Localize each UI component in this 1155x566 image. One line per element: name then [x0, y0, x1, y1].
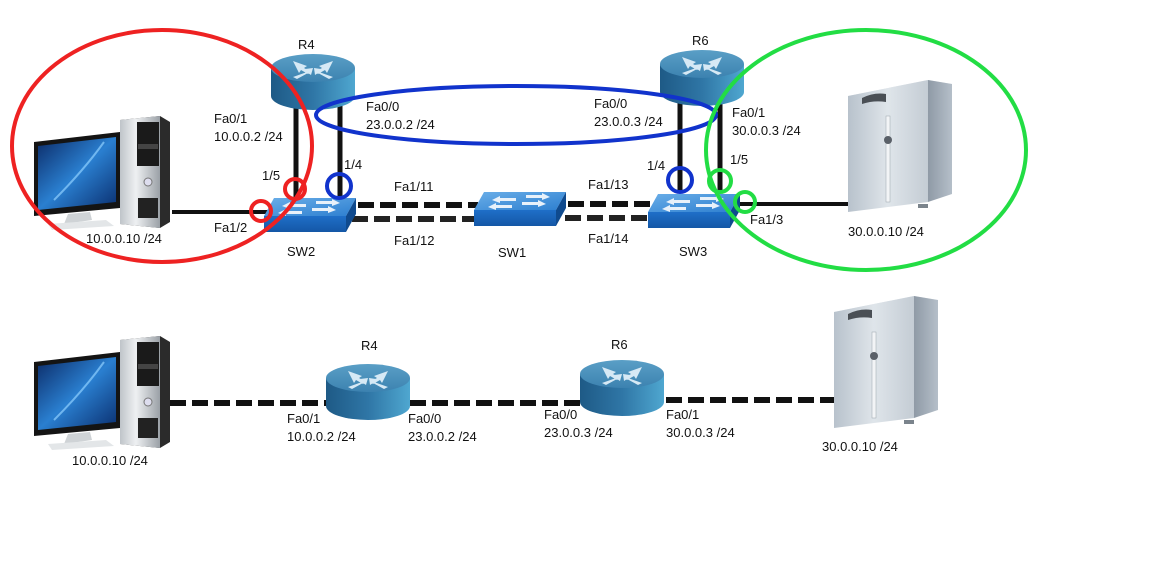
port-label-sw2-fa1-2: Fa1/2 — [214, 220, 248, 235]
port-marker-sw3-fa1-3 — [733, 190, 757, 214]
port-marker-sw3-1-5 — [707, 168, 733, 194]
if-r4-fa01-ip-bottom: 10.0.0.2 /24 — [287, 429, 356, 444]
host-ip-server-bottom: 30.0.0.10 /24 — [822, 439, 898, 454]
port-marker-sw2-fa1-2 — [249, 199, 273, 223]
router-label-r6-top: R6 — [692, 33, 709, 48]
if-r4-fa01-ip-top: 10.0.0.2 /24 — [214, 129, 283, 144]
if-r4-fa00-name-bottom: Fa0/0 — [408, 411, 442, 426]
highlight-vlan23-ellipse — [314, 84, 718, 146]
switch-label-sw2: SW2 — [287, 244, 316, 259]
host-ip-pc-bottom: 10.0.0.10 /24 — [72, 453, 148, 468]
if-r6-fa00-name-bottom: Fa0/0 — [544, 407, 578, 422]
highlight-vlan30-ellipse — [704, 28, 1028, 272]
router-label-r4-top: R4 — [298, 37, 315, 52]
if-r4-fa01-name-bottom: Fa0/1 — [287, 411, 321, 426]
port-label-sw3-fa1-3: Fa1/3 — [750, 212, 784, 227]
router-label-r6-bottom: R6 — [611, 337, 628, 352]
vlan-highlights — [10, 28, 1028, 272]
port-label-fa1-11: Fa1/11 — [394, 179, 434, 194]
port-label-fa1-12: Fa1/12 — [394, 233, 435, 248]
host-ip-pc-top: 10.0.0.10 /24 — [86, 231, 162, 246]
server-bottom[interactable] — [833, 295, 939, 429]
if-r4-fa00-name-top: Fa0/0 — [366, 99, 400, 114]
router-r4-bottom[interactable] — [326, 364, 410, 420]
router-r6-bottom[interactable] — [580, 360, 664, 416]
if-r6-fa01-name-bottom: Fa0/1 — [666, 407, 700, 422]
top-links — [172, 96, 852, 222]
port-label-fa1-14: Fa1/14 — [588, 231, 629, 246]
host-ip-server-top: 30.0.0.10 /24 — [848, 224, 924, 239]
port-marker-sw2-1-5 — [283, 177, 307, 201]
if-r6-fa01-name-top: Fa0/1 — [732, 105, 766, 120]
if-r6-fa00-ip-bottom: 23.0.0.3 /24 — [544, 425, 613, 440]
port-label-sw3-1-4: 1/4 — [647, 158, 666, 173]
port-label-fa1-13: Fa1/13 — [588, 177, 629, 192]
router-label-r4-bottom: R4 — [361, 338, 378, 353]
port-label-sw2-1-4: 1/4 — [344, 157, 363, 172]
switch-sw1[interactable] — [474, 192, 566, 226]
if-r4-fa01-name-top: Fa0/1 — [214, 111, 248, 126]
if-r6-fa00-name-top: Fa0/0 — [594, 96, 628, 111]
switch-sw2[interactable] — [264, 198, 356, 232]
if-r4-fa00-ip-bottom: 23.0.0.2 /24 — [408, 429, 477, 444]
server-top[interactable] — [847, 79, 953, 213]
highlight-vlan10-ellipse — [10, 28, 314, 264]
switch-label-sw3: SW3 — [679, 244, 708, 259]
if-r6-fa01-ip-top: 30.0.0.3 /24 — [732, 123, 801, 138]
bottom-links — [170, 397, 834, 406]
if-r6-fa01-ip-bottom: 30.0.0.3 /24 — [666, 425, 735, 440]
pc-bottom[interactable] — [33, 335, 171, 451]
port-marker-sw3-1-4 — [666, 166, 694, 194]
port-label-sw2-1-5: 1/5 — [262, 168, 281, 183]
if-r4-fa00-ip-top: 23.0.0.2 /24 — [366, 117, 435, 132]
pc-top[interactable] — [33, 115, 171, 231]
port-label-sw3-1-5: 1/5 — [730, 152, 749, 167]
if-r6-fa00-ip-top: 23.0.0.3 /24 — [594, 114, 663, 129]
switch-label-sw1: SW1 — [498, 245, 527, 260]
port-marker-sw2-1-4 — [325, 172, 353, 200]
